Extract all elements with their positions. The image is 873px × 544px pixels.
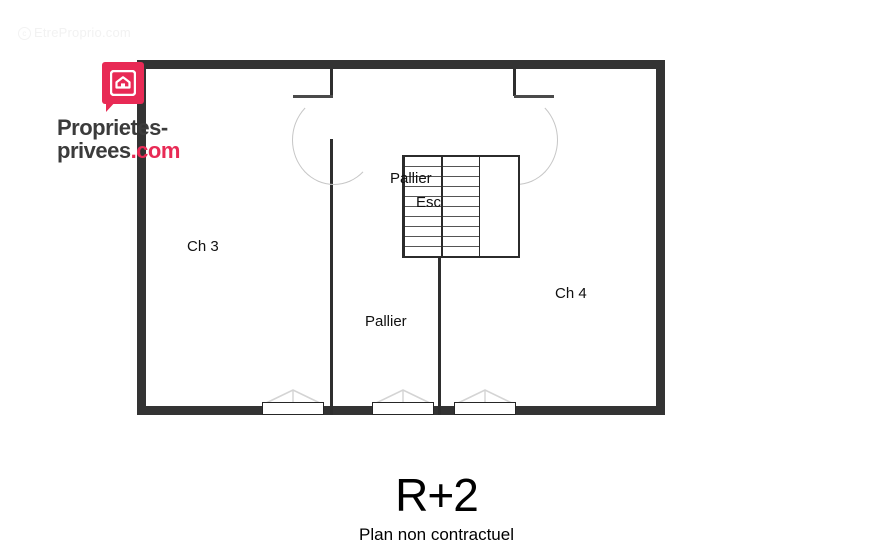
- stair-step: [405, 177, 441, 187]
- staircase: [402, 155, 520, 258]
- stair-step: [405, 217, 441, 227]
- plan-level-title: R+2: [395, 469, 479, 521]
- plan-disclaimer: Plan non contractuel: [359, 525, 514, 544]
- stair-step: [405, 247, 441, 256]
- stair-step: [443, 187, 479, 197]
- window-ch4[interactable]: [454, 388, 516, 415]
- brand-wordmark-privees: privees: [57, 138, 131, 164]
- window-opening-arc: [373, 389, 433, 405]
- stair-step: [405, 157, 441, 167]
- plan-caption: R+2 Plan non contractuel: [0, 472, 873, 543]
- brand-wordmark: Proprietes- privees.com: [57, 116, 180, 162]
- room-label-ch4: Ch 4: [555, 285, 587, 302]
- stair-step: [443, 197, 479, 207]
- window-pane: [454, 402, 516, 415]
- stair-flight-right: [442, 157, 480, 256]
- copyright-icon: c: [18, 27, 31, 40]
- floor-plan: Pallier Ch 3 Ch 4 Pallier: [137, 60, 665, 415]
- stair-step: [405, 167, 441, 177]
- speech-bubble-tail: [106, 100, 117, 112]
- interior-wall-ch3-corridor: [330, 69, 333, 415]
- stair-step: [443, 237, 479, 247]
- room-label-pallier-bottom: Pallier: [365, 313, 407, 330]
- door-ch3-pallier[interactable]: [292, 93, 376, 185]
- room-label-pallier-top: Pallier: [390, 170, 432, 187]
- window-pane: [372, 402, 434, 415]
- speech-bubble-shape: [102, 62, 144, 104]
- stairs-label: Esc: [416, 194, 442, 211]
- stair-step: [443, 247, 479, 256]
- interior-wall-corridor-ch4: [438, 206, 441, 415]
- door-ch4-pallier[interactable]: [474, 93, 558, 185]
- house-glyph: [110, 70, 136, 96]
- stair-step: [443, 157, 479, 167]
- stair-flight-left: [404, 157, 442, 256]
- stair-step: [443, 177, 479, 187]
- window-opening-arc: [263, 389, 323, 405]
- window-ch3[interactable]: [262, 388, 324, 415]
- stair-step: [443, 167, 479, 177]
- stair-step: [405, 227, 441, 237]
- stair-step: [405, 187, 441, 197]
- stair-step: [405, 237, 441, 247]
- window-pane: [262, 402, 324, 415]
- brand-logo[interactable]: Proprietes- privees.com: [57, 62, 180, 162]
- window-opening-arc: [455, 389, 515, 405]
- watermark-text: EtreProprio.com: [34, 25, 131, 40]
- brand-wordmark-tld: .com: [130, 138, 181, 164]
- stair-step: [443, 227, 479, 237]
- window-pallier[interactable]: [372, 388, 434, 415]
- exterior-walls: [137, 60, 665, 415]
- brand-wordmark-line1: Proprietes-: [57, 115, 168, 140]
- room-label-ch3: Ch 3: [187, 238, 219, 255]
- door-leaf: [514, 95, 554, 98]
- stair-step: [405, 207, 441, 217]
- house-in-speech-bubble-icon: [102, 62, 144, 112]
- door-swing-arc: [292, 95, 376, 185]
- stair-step: [443, 217, 479, 227]
- brand-wordmark-line2: privees.com: [57, 139, 180, 162]
- stair-step: [443, 207, 479, 217]
- door-leaf: [293, 95, 333, 98]
- stair-step: [405, 197, 441, 207]
